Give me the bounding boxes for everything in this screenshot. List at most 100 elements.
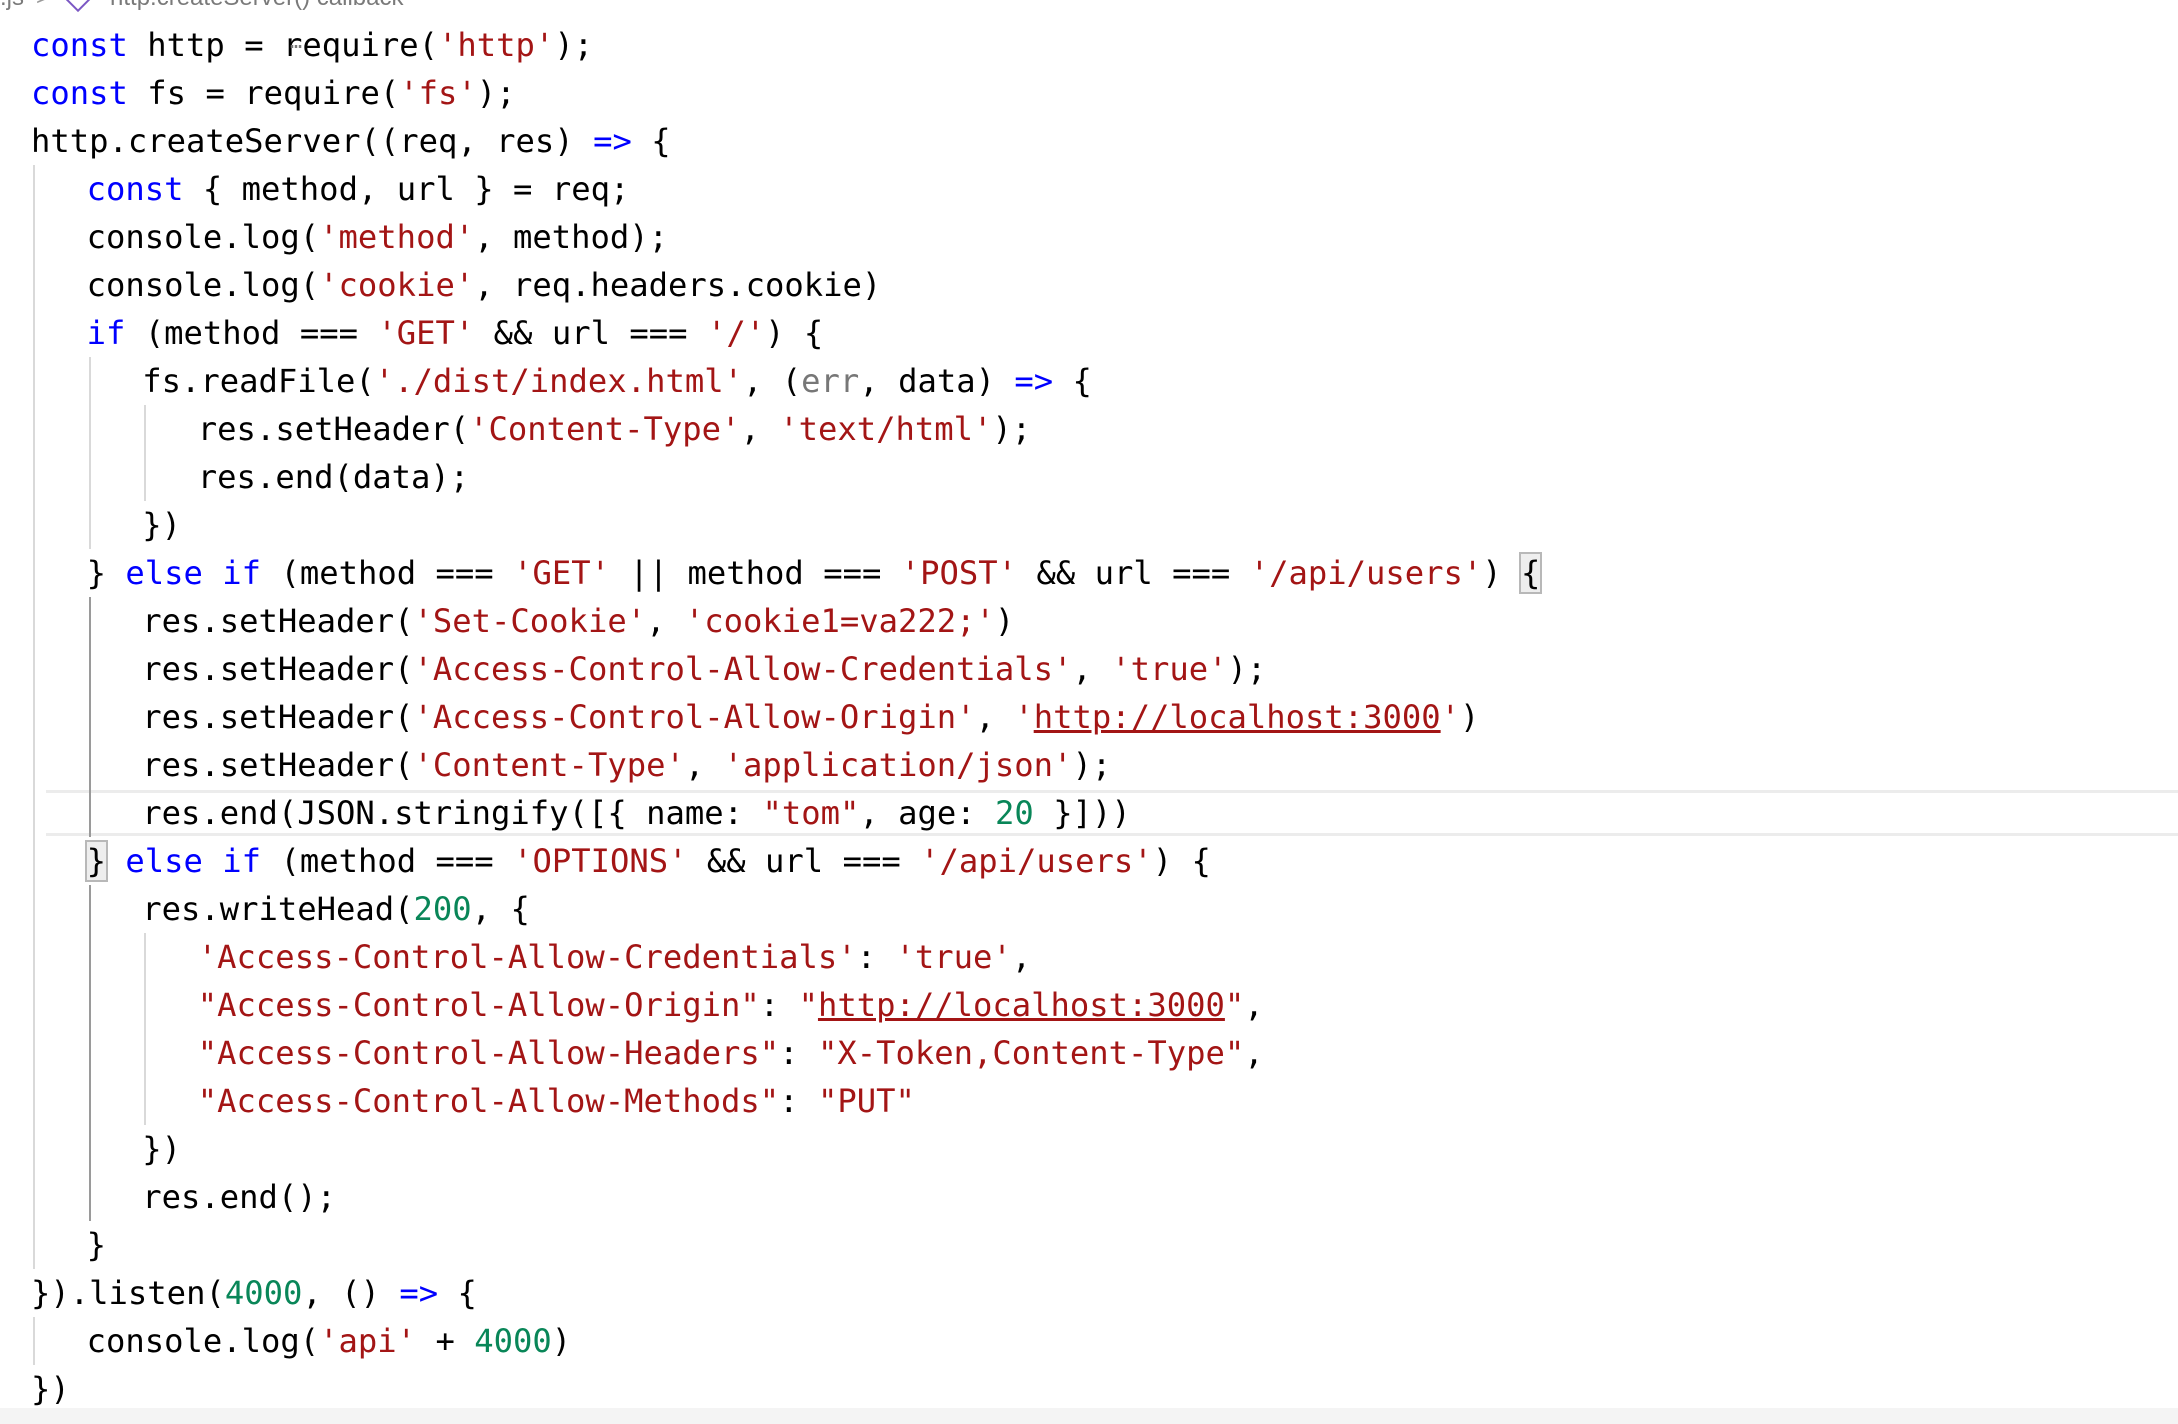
indent-guide [33, 981, 35, 1029]
code-line[interactable]: }) [0, 1125, 2178, 1173]
code-line[interactable]: }).listen(4000, () => { [0, 1269, 2178, 1317]
code-text: "Access-Control-Allow-Headers": "X-Token… [197, 1034, 1264, 1072]
code-line[interactable]: }) [0, 501, 2178, 549]
code-text: }).listen(4000, () => { [31, 1274, 477, 1312]
code-line[interactable]: console.log('cookie', req.headers.cookie… [0, 261, 2178, 309]
indent-guide [33, 1221, 35, 1269]
code-text: console.log('method', method); [86, 218, 669, 256]
code-line[interactable]: const http = require('http'); [0, 21, 2178, 69]
code-text: 'Access-Control-Allow-Credentials': 'tru… [197, 938, 1032, 976]
code-line[interactable]: res.end(JSON.stringify([{ name: "tom", a… [0, 789, 2178, 837]
indent-guide [33, 309, 35, 357]
breadcrumb-file[interactable]: .js [0, 0, 24, 12]
code-line[interactable]: console.log('method', method); [0, 213, 2178, 261]
indent-guide [144, 981, 147, 1029]
code-text: const fs = require('fs'); [31, 74, 516, 112]
code-line[interactable]: res.setHeader('Access-Control-Allow-Orig… [0, 693, 2178, 741]
code-line[interactable]: } [0, 1221, 2178, 1269]
indent-guide [33, 1029, 35, 1077]
indent-guide [88, 405, 91, 453]
code-line[interactable]: res.setHeader('Content-Type', 'applicati… [0, 741, 2178, 789]
indent-guide [88, 885, 91, 933]
code-text: res.setHeader('Access-Control-Allow-Orig… [142, 698, 1480, 736]
code-line[interactable]: "Access-Control-Allow-Headers": "X-Token… [0, 1029, 2178, 1077]
indent-guide [88, 981, 91, 1029]
indent-guide [33, 261, 35, 309]
indent-guide [88, 357, 91, 405]
code-line[interactable]: res.setHeader('Access-Control-Allow-Cred… [0, 645, 2178, 693]
indent-guide [33, 405, 35, 453]
indent-guide [33, 645, 35, 693]
indent-guide [88, 1173, 91, 1221]
indent-guide [88, 645, 91, 693]
code-line[interactable]: http.createServer((req, res) => { [0, 117, 2178, 165]
code-text: fs.readFile('./dist/index.html', (err, d… [142, 362, 1092, 400]
code-line[interactable]: fs.readFile('./dist/index.html', (err, d… [0, 357, 2178, 405]
code-text: res.end(data); [197, 458, 470, 496]
indent-guide [33, 1077, 35, 1125]
indent-guide [144, 1029, 147, 1077]
code-text: if (method === 'GET' && url === '/') { [86, 314, 824, 352]
indent-guide [33, 933, 35, 981]
code-line[interactable]: const fs = require('fs'); [0, 69, 2178, 117]
indent-guide [88, 789, 91, 837]
code-line[interactable]: } else if (method === 'GET' || method ==… [0, 549, 2178, 597]
code-text: }) [142, 1130, 181, 1168]
indent-guide [144, 453, 147, 501]
code-line[interactable]: "Access-Control-Allow-Methods": "PUT" [0, 1077, 2178, 1125]
code-text: res.setHeader('Content-Type', 'text/html… [197, 410, 1032, 448]
indent-guide [88, 597, 91, 645]
indent-guide [33, 597, 35, 645]
indent-guide [33, 165, 35, 213]
code-line[interactable]: res.setHeader('Content-Type', 'text/html… [0, 405, 2178, 453]
indent-guide [33, 1125, 35, 1173]
indent-guide [144, 1077, 147, 1125]
indent-guide [33, 1173, 35, 1221]
code-line[interactable]: if (method === 'GET' && url === '/') { [0, 309, 2178, 357]
code-line[interactable]: "Access-Control-Allow-Origin": "http://l… [0, 981, 2178, 1029]
code-line[interactable]: const { method, url } = req; [0, 165, 2178, 213]
indent-guide [88, 1077, 91, 1125]
breadcrumb: .js > http.createServer() callback [0, 0, 403, 13]
indent-guide [88, 501, 91, 549]
indent-guide [33, 837, 35, 885]
code-text: const http = require('http'); [31, 26, 594, 64]
code-editor[interactable]: const http = require('http'); const fs = … [0, 21, 2178, 1413]
code-text: console.log('api' + 4000) [86, 1322, 572, 1360]
symbol-method-icon [63, 0, 93, 13]
indent-guide [88, 741, 91, 789]
breadcrumb-symbol[interactable]: http.createServer() callback [110, 0, 403, 12]
code-text: } else if (method === 'GET' || method ==… [86, 552, 1543, 594]
code-line[interactable]: }) [0, 1365, 2178, 1413]
code-text: } [86, 1226, 106, 1264]
code-line[interactable]: } else if (method === 'OPTIONS' && url =… [0, 837, 2178, 885]
indent-guide [33, 501, 35, 549]
code-line[interactable]: res.end(); [0, 1173, 2178, 1221]
indent-guide [33, 885, 35, 933]
code-text: res.setHeader('Access-Control-Allow-Cred… [142, 650, 1267, 688]
indent-guide [33, 213, 35, 261]
code-line[interactable]: console.log('api' + 4000) [0, 1317, 2178, 1365]
code-text: "Access-Control-Allow-Methods": "PUT" [197, 1082, 915, 1120]
indent-guide [144, 933, 147, 981]
code-text: res.end(); [142, 1178, 337, 1216]
code-line[interactable]: 'Access-Control-Allow-Credentials': 'tru… [0, 933, 2178, 981]
indent-guide [144, 405, 147, 453]
code-text: http.createServer((req, res) => { [31, 122, 671, 160]
indent-guide [33, 789, 35, 837]
indent-guide [33, 741, 35, 789]
code-text: res.setHeader('Content-Type', 'applicati… [142, 746, 1112, 784]
editor-bottom-edge [0, 1408, 2178, 1424]
code-text: res.writeHead(200, { [142, 890, 530, 928]
breadcrumb-separator: > [36, 0, 50, 12]
code-line[interactable]: res.setHeader('Set-Cookie', 'cookie1=va2… [0, 597, 2178, 645]
code-text: "Access-Control-Allow-Origin": "http://l… [197, 986, 1264, 1024]
hint-dots-icon: … [290, 29, 303, 53]
indent-guide [88, 453, 91, 501]
code-line[interactable]: res.end(data); [0, 453, 2178, 501]
code-text: res.setHeader('Set-Cookie', 'cookie1=va2… [142, 602, 1015, 640]
indent-guide [33, 357, 35, 405]
code-text: console.log('cookie', req.headers.cookie… [86, 266, 882, 304]
indent-guide [33, 1317, 35, 1365]
code-line[interactable]: res.writeHead(200, { [0, 885, 2178, 933]
